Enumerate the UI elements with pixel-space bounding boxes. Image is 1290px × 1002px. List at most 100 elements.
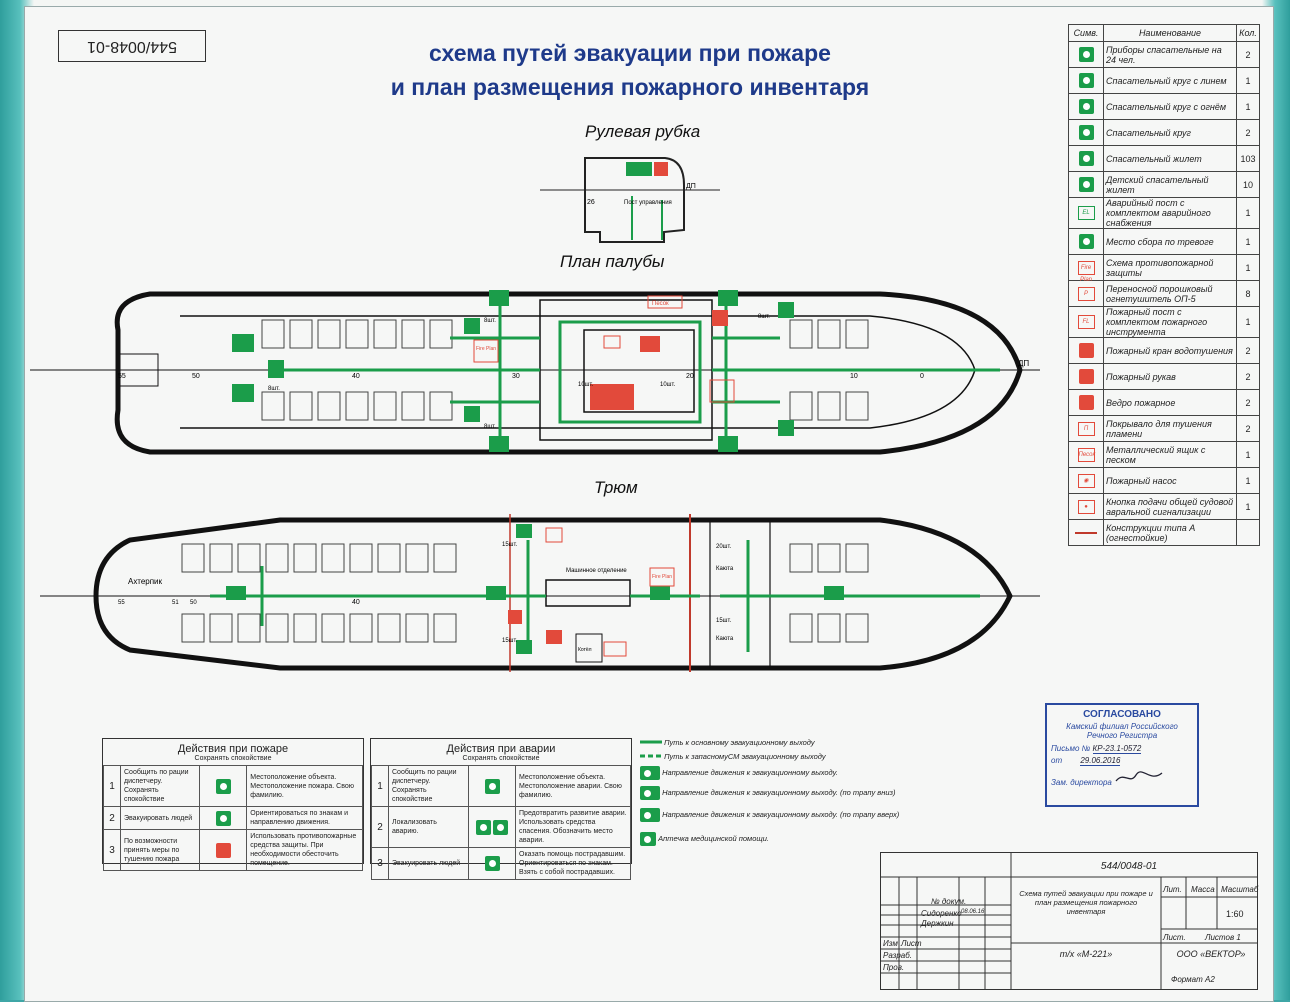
- deck-qty-4: 10шт.: [578, 382, 594, 388]
- fire-blanket-icon: П: [1068, 415, 1104, 442]
- emergency-post-icon: EL: [1068, 197, 1104, 229]
- lifebuoy-icon: [468, 806, 517, 848]
- legend-item-name: Металлический ящик с песком: [1103, 441, 1237, 468]
- path-legend-direction: Направление движения к эвакуационному вы…: [640, 766, 838, 780]
- fire-actions-table: 1 Сообщить по рации диспетчеру. Сохранят…: [103, 765, 363, 871]
- step-action: Эвакуировать людей: [119, 806, 201, 830]
- fire-pump-icon: ◉: [1068, 467, 1104, 494]
- tb-date: 08.06.16: [961, 909, 985, 915]
- legend-item-qty: 2: [1236, 41, 1260, 68]
- wheelhouse-title: Рулевая рубка: [585, 122, 701, 141]
- fire-wall-icon: [1068, 519, 1104, 546]
- path-legend-reserve: Путь к запасномуСМ эвакуационному выходу: [640, 752, 826, 761]
- extinguisher-icon: [199, 829, 248, 871]
- step-number: 3: [103, 829, 121, 871]
- hold-frame-40: 40: [352, 599, 360, 606]
- fire-plan-icon: Fire Plan: [1068, 254, 1104, 283]
- legend-item-qty: 1: [1236, 306, 1260, 338]
- step-number: 2: [371, 806, 389, 848]
- extinguisher-icon: P: [1068, 280, 1104, 307]
- legend-item-qty: 1: [1236, 197, 1260, 229]
- legend-item-name: Пожарный кран водотушения: [1103, 337, 1237, 364]
- muster-point-icon: [1068, 228, 1104, 255]
- path-legend-label: Направление движения к эвакуационному вы…: [662, 787, 896, 797]
- legend-item-qty: 1: [1236, 93, 1260, 120]
- approval-from-label: от: [1051, 756, 1063, 765]
- emergency-action-row: 1 Сообщить по рации диспетчеру. Сохранят…: [371, 765, 631, 807]
- tb-name-1: Сидоренко: [921, 909, 962, 918]
- emergency-actions-panel: Действия при аварии Сохранять спокойстви…: [370, 738, 632, 880]
- tb-vessel: т/х «М-221»: [1059, 949, 1113, 959]
- alarm-button-icon: ●: [1068, 493, 1104, 520]
- deck-qty-5: 8шт.: [758, 314, 770, 320]
- stairs-down-icon: [640, 786, 660, 800]
- legend-header-symbol: Симв.: [1068, 24, 1104, 42]
- deck-seats: [261, 319, 869, 421]
- wheelhouse-frame-label: 26: [587, 199, 595, 206]
- legend-item-qty: 2: [1236, 119, 1260, 146]
- path-legend-label: Путь к основному эвакуационному выходу: [664, 738, 815, 747]
- deck-frame-55: 55: [118, 373, 126, 380]
- phone-icon: [199, 765, 248, 807]
- tb-name-2: Держкин: [921, 919, 954, 928]
- step-number: 1: [371, 765, 389, 807]
- exit-arrow-icon: [640, 766, 660, 780]
- hold-frame-55: 55: [118, 600, 125, 606]
- hold-frame-51: 51: [172, 600, 179, 606]
- signature-icon: [1115, 771, 1163, 782]
- deck-qty-1: 8шт.: [268, 386, 280, 392]
- deck-dp-label: ДП: [1018, 359, 1029, 368]
- tb-sheet: Лист.: [1163, 933, 1186, 942]
- fire-hose-icon: [1068, 363, 1104, 390]
- legend-item-qty: [1236, 519, 1260, 546]
- legend-item-qty: 2: [1236, 389, 1260, 416]
- tb-list: Лист: [901, 939, 922, 948]
- fire-action-row: 2 Эвакуировать людей Ориентироваться по …: [103, 806, 363, 830]
- step-note: Местоположение объекта. Местоположение а…: [515, 765, 631, 807]
- emergency-action-row: 2 Локализовать аварию. Предотвратить раз…: [371, 806, 631, 848]
- tb-format: Формат А2: [1171, 975, 1215, 984]
- step-note: Местоположение объекта. Местоположение п…: [246, 765, 363, 807]
- legend-item-qty: 103: [1236, 145, 1260, 172]
- tb-company: ООО «ВЕКТОР»: [1176, 949, 1246, 959]
- deck-frame-0: 0: [920, 373, 924, 380]
- legend-row: ●Кнопка подачи общей судовой авральной с…: [1068, 493, 1260, 520]
- deck-frame-30: 30: [512, 373, 520, 380]
- fire-action-row: 1 Сообщить по рации диспетчеру. Сохранят…: [103, 765, 363, 807]
- tb-doc-number: 544/0048-01: [1100, 861, 1158, 872]
- path-legend-label: Путь к запасномуСМ эвакуационному выходу: [664, 752, 826, 761]
- deck-qty-3: 8шт.: [484, 424, 496, 430]
- hold-evacuation-paths: [210, 540, 980, 652]
- legend-table: Симв. Наименование Кол. Приборы спасател…: [1068, 24, 1260, 546]
- step-action: Эвакуировать людей: [387, 847, 470, 880]
- legend-item-name: Переносной порошковый огнетушитель ОП-5: [1103, 280, 1237, 307]
- approval-org: Камский филиал Российского Речного Регис…: [1066, 722, 1178, 740]
- tb-sheets: Листов 1: [1205, 933, 1241, 942]
- step-action: По возможности принять меры по тушению п…: [119, 829, 201, 871]
- legend-item-qty: 10: [1236, 171, 1260, 198]
- approval-stamp: СОГЛАСОВАНО Камский филиал Российского Р…: [1045, 703, 1199, 807]
- path-legend-label: Направление движения к эвакуационному вы…: [662, 809, 900, 819]
- legend-item-name: Схема противопожарной защиты: [1103, 254, 1237, 281]
- legend-row: Конструкции типа А (огнестойкие): [1068, 519, 1260, 546]
- deck-equipment: [232, 290, 794, 452]
- legend-item-name: Спасательный круг: [1103, 119, 1237, 146]
- lifebuoy-line-icon: [1068, 67, 1104, 94]
- hold-title: Трюм: [594, 478, 638, 497]
- deck-qty-6: 10шт.: [660, 382, 676, 388]
- legend-item-name: Детский спасательный жилет: [1103, 171, 1237, 198]
- legend-item-name: Кнопка подачи общей судовой авральной си…: [1103, 493, 1237, 520]
- legend-item-qty: 1: [1236, 467, 1260, 494]
- boiler-label: Котёл: [578, 647, 592, 653]
- title-line-1: схема путей эвакуации при пожаре: [429, 40, 831, 66]
- fire-post-icon: FL: [1068, 306, 1104, 338]
- stairs-up-icon: [640, 808, 660, 822]
- step-note: Ориентироваться по знакам и направлению …: [246, 806, 363, 830]
